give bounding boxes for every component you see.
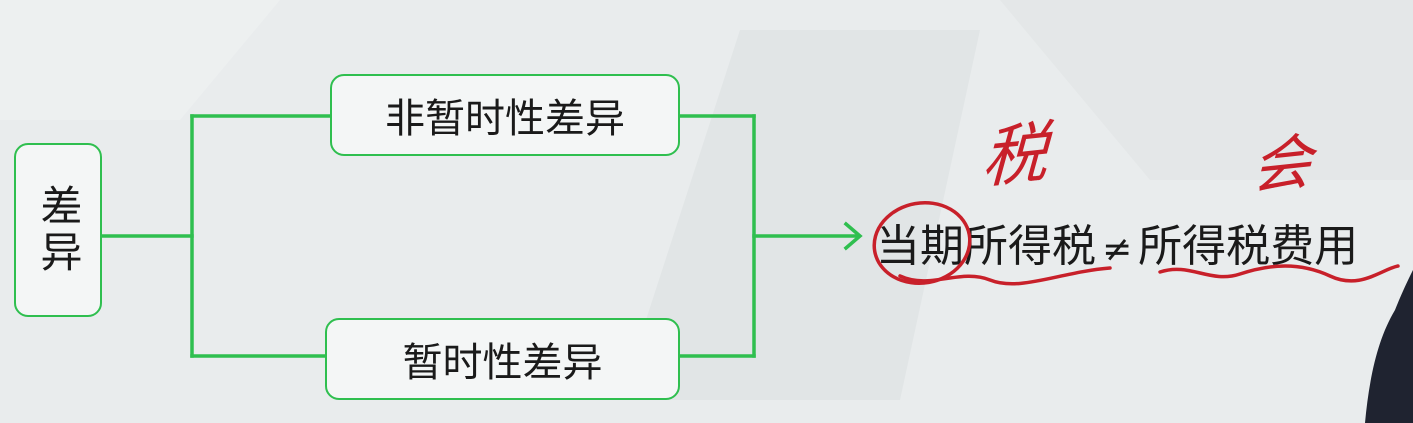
handwritten-tax-note: 税 [980, 113, 1049, 198]
root-label: 差异 [34, 184, 83, 276]
result-formula: 当期所得税≠所得税费用 [876, 210, 1358, 274]
root-node: 差异 [14, 143, 102, 317]
highlighted-term: 当期 [876, 221, 964, 272]
right-term: 所得税费用 [1138, 221, 1359, 272]
presenter-figure [1365, 270, 1413, 423]
branch-label-temporary-difference: 暂时性差异 [402, 340, 603, 386]
not-equal-operator: ≠ [1102, 229, 1133, 270]
result-arrow-head [843, 221, 863, 251]
branch-label-permanent-difference: 非暂时性差异 [385, 96, 625, 142]
left-term: 所得税 [964, 221, 1096, 272]
handwritten-accounting-note: 会 [1250, 126, 1313, 204]
branch-node-permanent-difference: 非暂时性差异 [330, 74, 680, 156]
branch-node-temporary-difference: 暂时性差异 [325, 318, 680, 400]
